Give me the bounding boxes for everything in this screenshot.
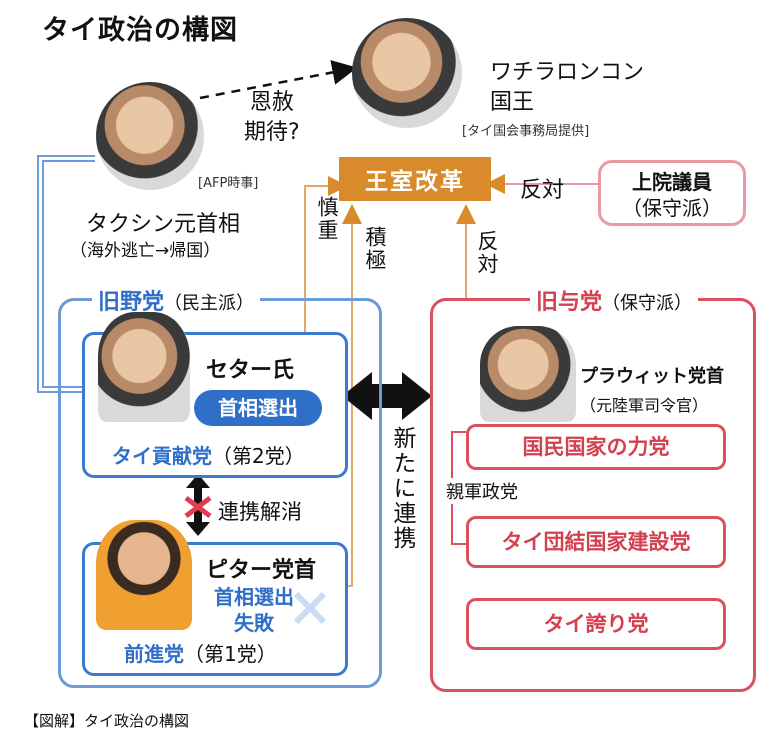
- king-name-line2: 国王: [490, 90, 535, 115]
- thaksin-photo: [96, 82, 204, 190]
- former-opposition-sub: （民主派）: [164, 293, 255, 314]
- former-ruling-sub: （保守派）: [602, 293, 693, 314]
- srettha-photo: [98, 312, 190, 422]
- dissolve-label: 連携解消: [218, 500, 302, 524]
- footer-caption: 【図解】タイ政治の構図: [24, 712, 190, 730]
- pardon-label-line2: 期待?: [244, 120, 300, 145]
- new-alliance-label: 新たに連携: [389, 426, 415, 551]
- pheu-thai-party-note: （第2党）: [212, 444, 305, 468]
- senate-label: 上院議員: [632, 170, 712, 194]
- senate-box: 上院議員 （保守派）: [598, 160, 746, 226]
- former-ruling-label: 旧与党（保守派）: [530, 284, 699, 316]
- palang-pracharath-party: 国民国家の力党: [466, 424, 726, 470]
- dissolve-x-mark: [184, 496, 212, 518]
- srettha-name: セター氏: [206, 358, 295, 383]
- king-name: ワチラロンコン 国王: [490, 58, 644, 118]
- former-opposition-name: 旧野党: [98, 290, 165, 315]
- oppose-senate-label: 反対: [520, 178, 565, 203]
- move-forward-party-name: 前進党: [124, 642, 184, 666]
- prawit-title: （元陸軍司令官）: [580, 396, 709, 415]
- thaksin-name: タクシン元首相: [86, 212, 241, 237]
- oppose-ruling-label: 反対: [475, 230, 499, 276]
- king-name-line1: ワチラロンコン: [490, 60, 645, 85]
- king-photo: [352, 18, 462, 128]
- pro-military-label: 親軍政党: [444, 478, 520, 504]
- page-title: タイ政治の構図: [42, 15, 238, 46]
- senate-sub: （保守派）: [622, 196, 722, 220]
- cautious-label: 慎重: [315, 196, 339, 242]
- royal-reform-box: 王室改革: [339, 157, 491, 201]
- thaksin-photo-credit: [AFP時事]: [198, 176, 259, 191]
- king-photo-credit: [タイ国会事務局提供]: [462, 124, 590, 139]
- pita-result-line2: 失敗: [234, 611, 274, 635]
- pardon-label: 恩赦 期待?: [244, 88, 300, 148]
- united-thai-nation-party: タイ団結国家建設党: [466, 516, 726, 568]
- pita-failed-x-mark: [293, 591, 327, 625]
- pita-result-line1: 首相選出: [214, 585, 294, 609]
- former-opposition-label: 旧野党（民主派）: [92, 284, 261, 316]
- pheu-thai-party-name: タイ貢献党: [112, 444, 212, 468]
- thaksin-note: （海外逃亡→帰国）: [70, 241, 221, 261]
- pita-result: 首相選出 失敗: [206, 584, 302, 636]
- pita-photo: [96, 520, 192, 630]
- thaksin-link-line: [37, 155, 100, 393]
- prawit-name: プラウィット党首: [580, 366, 724, 387]
- former-ruling-name: 旧与党: [536, 290, 603, 315]
- move-forward-party-note: （第1党）: [184, 642, 277, 666]
- bhumjaithai-party: タイ誇り党: [466, 598, 726, 650]
- positive-label: 積極: [363, 226, 387, 272]
- srettha-party: タイ貢献党（第2党）: [112, 440, 305, 469]
- pita-party: 前進党（第1党）: [124, 638, 277, 667]
- pardon-arrow: [199, 60, 358, 100]
- pita-name: ピター党首: [206, 558, 317, 583]
- srettha-pm-elected-badge: 首相選出: [194, 390, 322, 426]
- alliance-double-arrow: [342, 372, 432, 420]
- cautious-line: [304, 176, 348, 332]
- prawit-photo: [480, 326, 576, 422]
- pardon-label-line1: 恩赦: [249, 90, 294, 115]
